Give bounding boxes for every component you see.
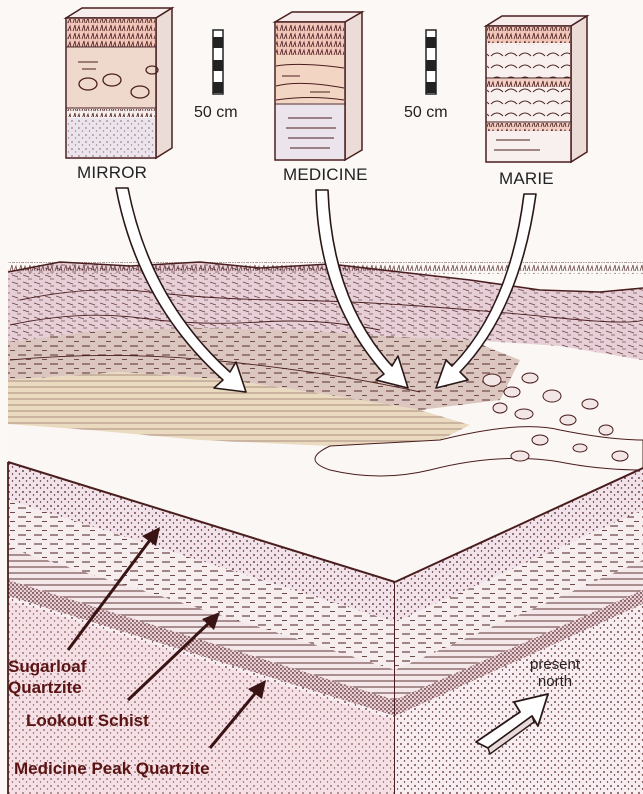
label-sugarloaf-quartzite: Sugarloaf Quartzite — [8, 656, 86, 698]
label-sugarloaf-line2: Quartzite — [8, 677, 86, 698]
label-medicine-peak-quartzite: Medicine Peak Quartzite — [14, 758, 210, 779]
label-sugarloaf-line1: Sugarloaf — [8, 656, 86, 677]
scale-bar-1-label: 50 cm — [194, 104, 238, 122]
scale-bar-2 — [426, 30, 436, 94]
label-present-north: present north — [530, 656, 580, 690]
label-medicine: MEDICINE — [283, 165, 368, 185]
label-north: north — [530, 673, 580, 690]
label-present: present — [530, 656, 580, 673]
column-mirror — [66, 8, 172, 158]
label-lookout-schist: Lookout Schist — [26, 710, 149, 731]
label-mirror: MIRROR — [77, 163, 147, 183]
column-marie — [486, 16, 587, 162]
label-marie: MARIE — [499, 169, 554, 189]
column-medicine — [275, 12, 362, 160]
scale-bar-2-label: 50 cm — [404, 104, 448, 122]
scale-bar-1 — [213, 30, 223, 94]
